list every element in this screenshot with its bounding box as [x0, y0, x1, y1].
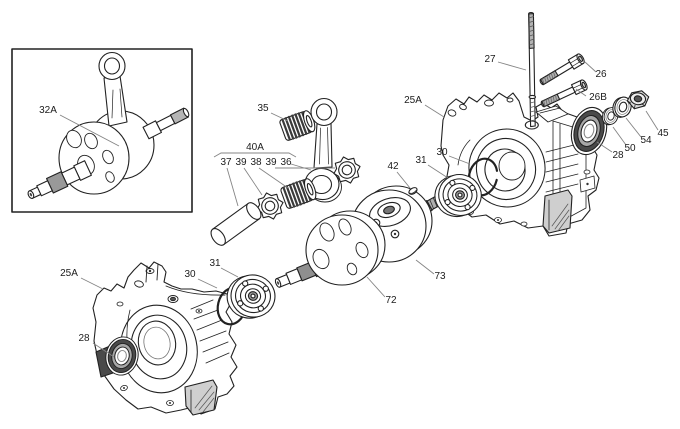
leader-line-72 [366, 276, 386, 298]
callout-31-right: 31 [415, 155, 427, 166]
callout-45: 45 [657, 128, 669, 139]
leader-line-54 [625, 117, 642, 138]
leader-line-30-right [448, 155, 471, 165]
callout-27: 27 [484, 54, 496, 65]
leader-line-45 [645, 110, 659, 131]
crankshaft-assembly-32a [27, 51, 190, 199]
hex-nut-45 [626, 90, 650, 110]
callout-73: 73 [434, 271, 446, 282]
callout-36: 36 [280, 157, 292, 168]
leader-line-31-right [427, 164, 449, 179]
leader-line-25A-right [424, 104, 445, 118]
leader-line-39a [243, 167, 263, 196]
leader-line-26B [575, 88, 587, 97]
leader-line-25A-left [80, 277, 104, 290]
callout-25A-right: 25A [404, 95, 422, 106]
cooling-fins [190, 299, 230, 364]
crank-pin-37 [210, 202, 262, 246]
callout-72: 72 [385, 295, 397, 306]
leader-line-30-left [197, 278, 218, 289]
callout-28-right: 28 [612, 150, 624, 161]
inset-panel [11, 48, 193, 213]
callout-26B: 26B [589, 92, 607, 103]
bolt-26b [538, 78, 590, 111]
leader-line-40A [213, 152, 297, 158]
crank-half-72 [274, 210, 386, 288]
callout-32A: 32A [39, 105, 57, 116]
leader-line-50 [612, 126, 627, 146]
leader-line-28-right [596, 141, 613, 153]
leader-line-35 [270, 112, 289, 122]
callout-35: 35 [257, 103, 269, 114]
callout-30-left: 30 [184, 269, 196, 280]
crankcase-foot-left [184, 379, 218, 416]
callout-31-left: 31 [209, 258, 221, 269]
leader-line-38 [258, 167, 289, 189]
crankshaft-left-shaft-inset [27, 160, 92, 199]
ball-bearing-31-left [222, 268, 280, 325]
crankcase-foot-right [542, 189, 573, 234]
crankcase-half-left-25a [92, 261, 238, 416]
callout-54: 54 [640, 135, 652, 146]
callout-30-right: 30 [436, 147, 448, 158]
connecting-rod-32a [98, 51, 128, 127]
stud-27 [524, 12, 539, 130]
callout-25A-left: 25A [60, 268, 78, 279]
callout-38: 38 [250, 157, 262, 168]
stud-boss-rim [524, 120, 539, 130]
leader-line-42 [396, 171, 411, 189]
leader-line-26 [584, 61, 597, 73]
leader-line-27 [497, 61, 527, 71]
leader-line-31-left [220, 267, 239, 278]
leader-line-28-left [92, 342, 115, 358]
leader-line-32A [59, 114, 120, 147]
leader-line-37 [226, 167, 239, 207]
callout-39b: 39 [265, 157, 277, 168]
callout-40A: 40A [246, 142, 264, 153]
callout-50: 50 [624, 143, 636, 154]
leader-line-36 [290, 163, 312, 171]
callout-37: 37 [220, 157, 232, 168]
woodruff-key-42 [408, 187, 418, 195]
callout-28-left: 28 [78, 333, 90, 344]
crankshaft-right-shaft-inset [142, 107, 190, 140]
callout-26: 26 [595, 69, 607, 80]
callout-39a: 39 [235, 157, 247, 168]
callout-42: 42 [387, 161, 399, 172]
leader-line-73 [415, 259, 435, 275]
